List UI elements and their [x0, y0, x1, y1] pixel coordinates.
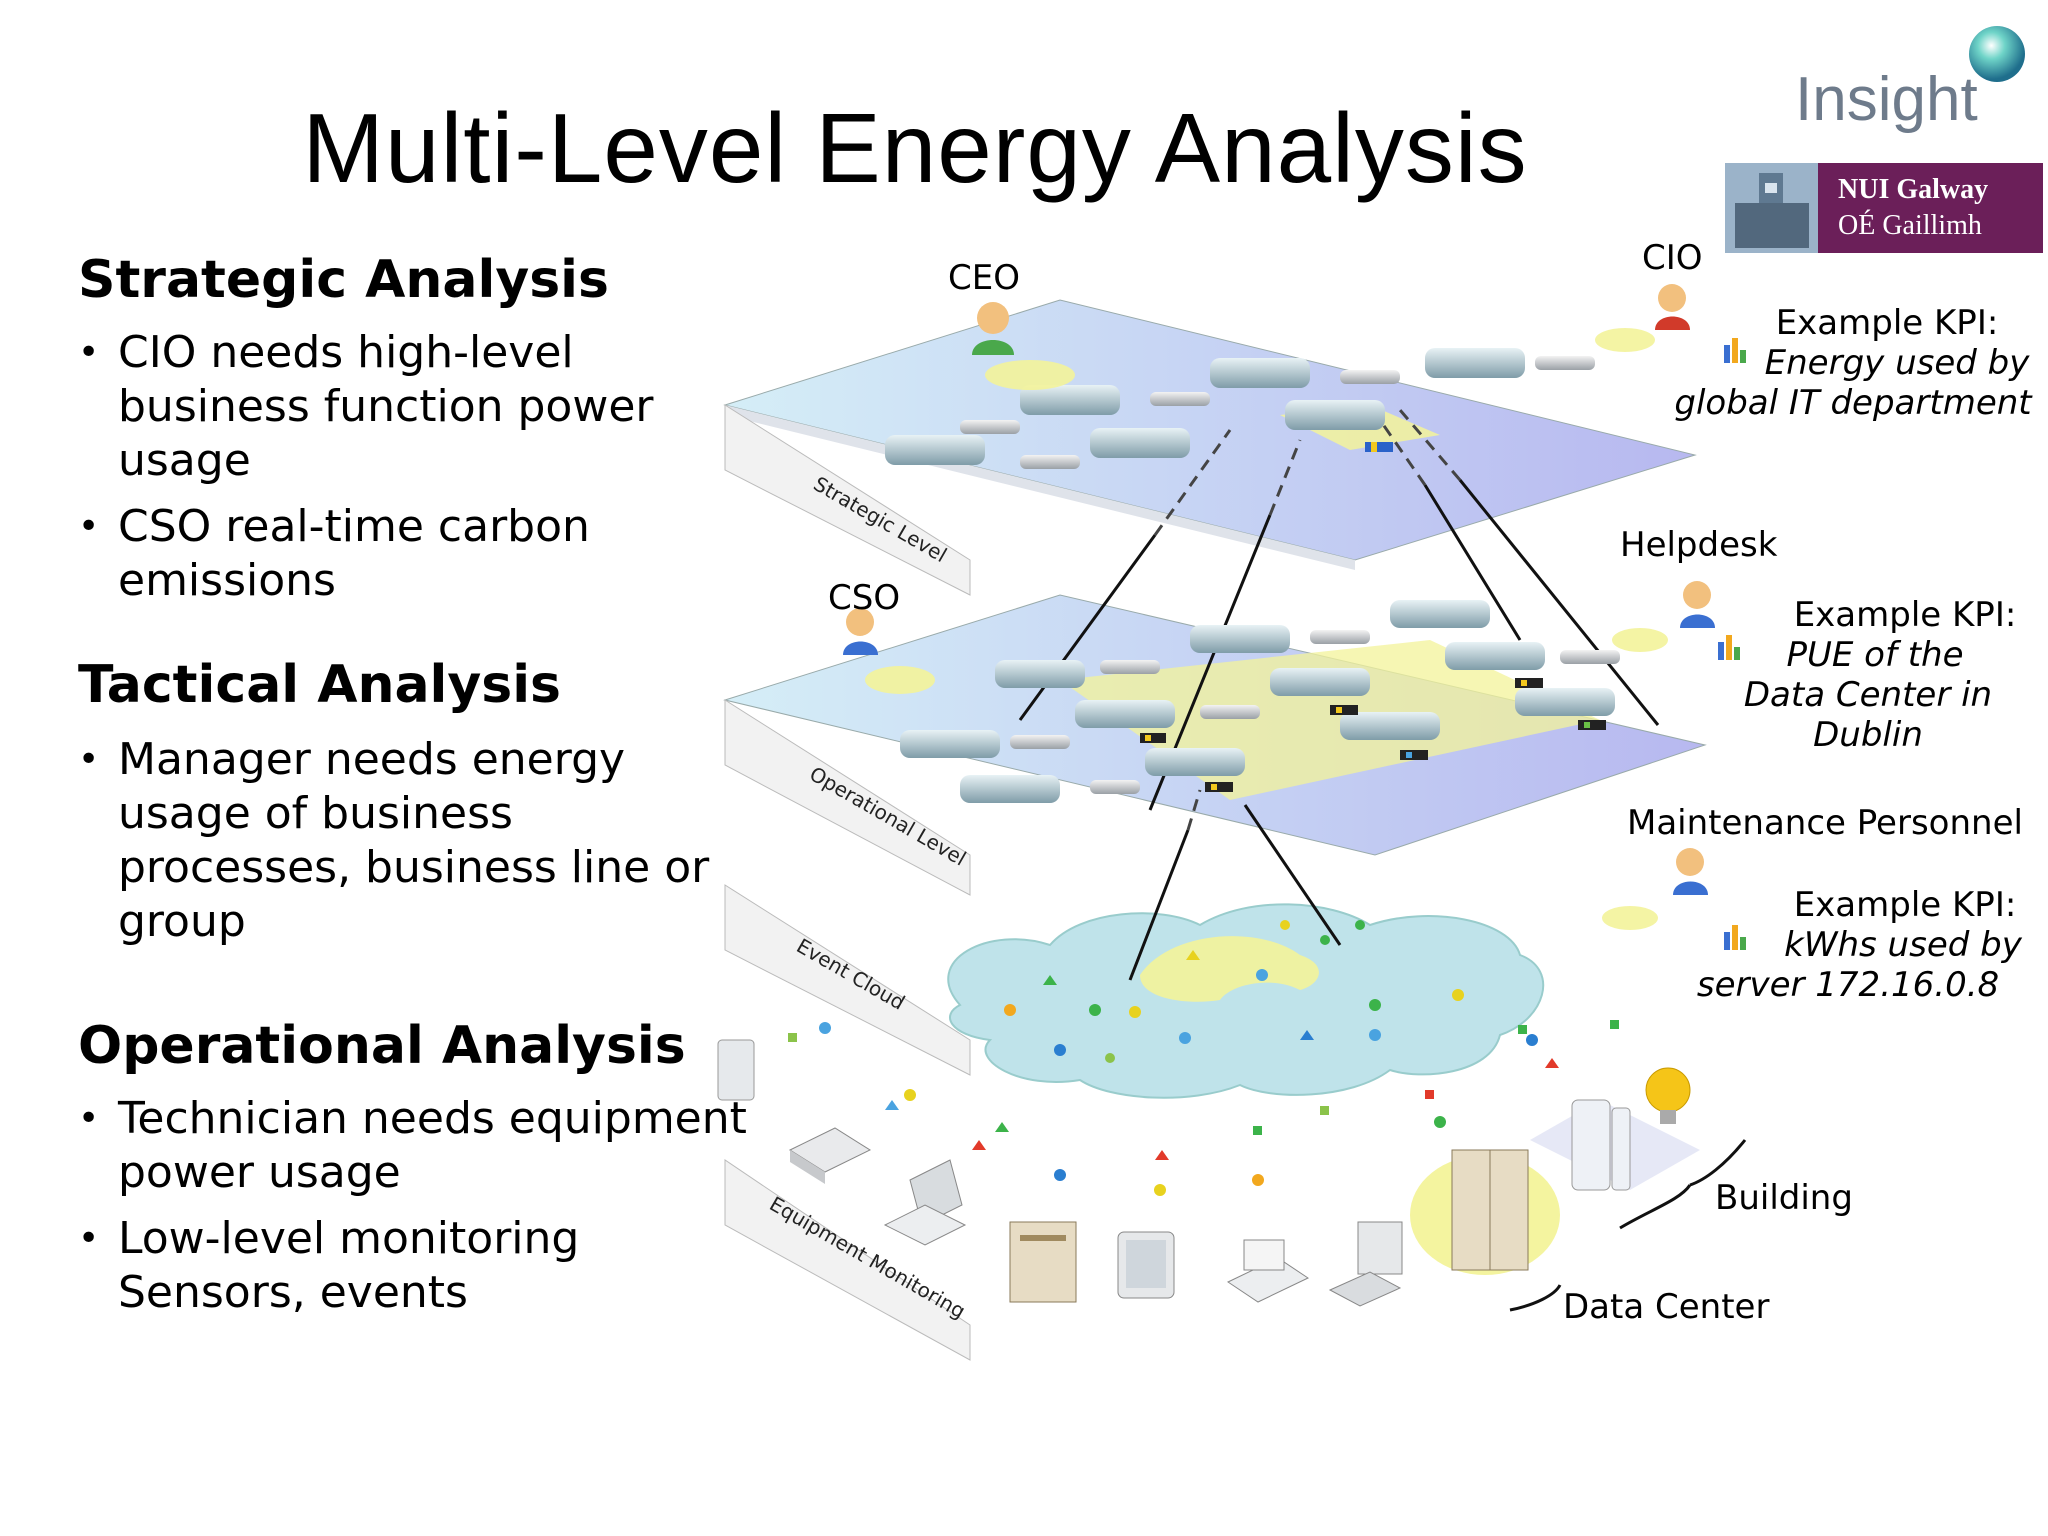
monitor-icon — [1117, 1231, 1175, 1299]
datacenter-icon — [1410, 1149, 1560, 1275]
kpi-label: Example KPI: — [1793, 595, 2017, 635]
process-node — [1190, 625, 1290, 653]
building-label: Building — [1715, 1178, 1853, 1218]
tactical-bullets: Manager needs energy usage of business p… — [78, 733, 758, 961]
datacenter-brace — [1509, 1284, 1562, 1312]
nui-quadrangle-icon — [1725, 163, 1818, 253]
process-nodes-operational — [900, 600, 1620, 803]
building-brace — [1619, 1139, 1747, 1230]
process-node — [1270, 668, 1370, 696]
scanner-icon — [788, 1127, 872, 1184]
link-pipe — [1310, 630, 1370, 644]
process-node — [1210, 358, 1310, 388]
cio-label: CIO — [1642, 238, 1703, 278]
bullet-item: Manager needs energy usage of business p… — [78, 733, 758, 949]
link-pipe — [1200, 705, 1260, 719]
data-center-label: Data Center — [1563, 1287, 1770, 1327]
bullet-item: Low-level monitoring Sensors, events — [78, 1212, 758, 1320]
process-node — [1425, 348, 1525, 378]
process-node — [1020, 385, 1120, 415]
bullet-item: Technician needs equipment power usage — [78, 1092, 758, 1200]
process-node — [1445, 642, 1545, 670]
kpi-line: global IT department — [1674, 383, 2032, 423]
person-icon — [972, 302, 1075, 390]
kpi-line: Data Center in Dublin — [1743, 675, 1993, 755]
role-figures — [843, 284, 1715, 930]
process-node — [1515, 688, 1615, 716]
operational-heading: Operational Analysis — [78, 1016, 686, 1076]
lightbulb-icon — [1645, 1067, 1691, 1124]
link-pipe — [1100, 660, 1160, 674]
ceo-label: CEO — [948, 258, 1020, 298]
cso-label: CSO — [828, 578, 901, 618]
kpi-line: server 172.16.0.8 — [1696, 965, 2000, 1005]
kpi-line: PUE of the — [1786, 635, 1964, 675]
tactical-heading: Tactical Analysis — [78, 655, 562, 715]
kpi-label: Example KPI: — [1793, 885, 2017, 925]
process-node — [995, 660, 1085, 688]
person-icon — [843, 608, 935, 694]
helpdesk-label: Helpdesk — [1620, 525, 1778, 565]
laptop-icon — [883, 1159, 967, 1246]
building-icon — [1530, 1099, 1700, 1191]
dashed-lines — [1153, 409, 1462, 831]
nui-line-1: NUI Galway — [1838, 174, 1989, 205]
sensor-icon — [717, 1039, 755, 1101]
process-node — [900, 730, 1000, 758]
nui-line-2: OÉ Gaillimh — [1838, 210, 1982, 241]
link-pipe — [1560, 650, 1620, 664]
bullet-item: CIO needs high-level business function p… — [78, 326, 758, 488]
kpi-line: kWhs used by — [1784, 925, 2022, 965]
insight-orb-icon — [1969, 26, 2025, 82]
bar-chart-icon — [1724, 338, 1746, 363]
operational-bullets: Technician needs equipment power usage L… — [78, 1092, 758, 1332]
process-node — [1145, 748, 1245, 776]
process-nodes-strategic — [885, 348, 1595, 469]
equipment-devices — [717, 1039, 1700, 1307]
strategic-heading: Strategic Analysis — [78, 250, 609, 310]
kpi-line: Energy used by — [1764, 343, 2030, 383]
connection-lines — [1018, 479, 1660, 981]
process-node — [885, 435, 985, 465]
process-node — [1390, 600, 1490, 628]
link-pipe — [1020, 455, 1080, 469]
event-cloud: Event Cloud — [724, 884, 1545, 1099]
process-node — [1285, 400, 1385, 430]
person-icon — [1612, 581, 1715, 652]
maintenance-label: Maintenance Personnel — [1627, 803, 2023, 843]
bar-chart-icon — [1724, 925, 1746, 950]
strategic-bullets: CIO needs high-level business function p… — [78, 326, 758, 620]
link-pipe — [1535, 356, 1595, 370]
link-pipe — [1150, 392, 1210, 406]
person-icon — [1595, 284, 1690, 352]
kpi-label: Example KPI: — [1775, 303, 1999, 343]
server-icon — [1009, 1221, 1077, 1303]
page-title: Multi-Level Energy Analysis — [302, 93, 1528, 203]
insight-wordmark: Insight — [1795, 65, 1978, 134]
event-particles — [788, 920, 1619, 1196]
process-node — [1340, 712, 1440, 740]
link-pipe — [960, 420, 1020, 434]
person-icon — [1602, 848, 1708, 930]
workstation-icon — [1328, 1221, 1403, 1307]
link-pipe — [1090, 780, 1140, 794]
link-pipe — [1340, 370, 1400, 384]
status-chips — [1140, 442, 1606, 792]
bar-chart-icon — [1718, 635, 1740, 660]
process-node — [960, 775, 1060, 803]
process-node — [1090, 428, 1190, 458]
strategic-level-plane: Strategic Level — [723, 299, 1697, 596]
printer-icon — [1226, 1239, 1310, 1303]
bullet-item: CSO real-time carbon emissions — [78, 500, 758, 608]
process-node — [1075, 700, 1175, 728]
link-pipe — [1010, 735, 1070, 749]
